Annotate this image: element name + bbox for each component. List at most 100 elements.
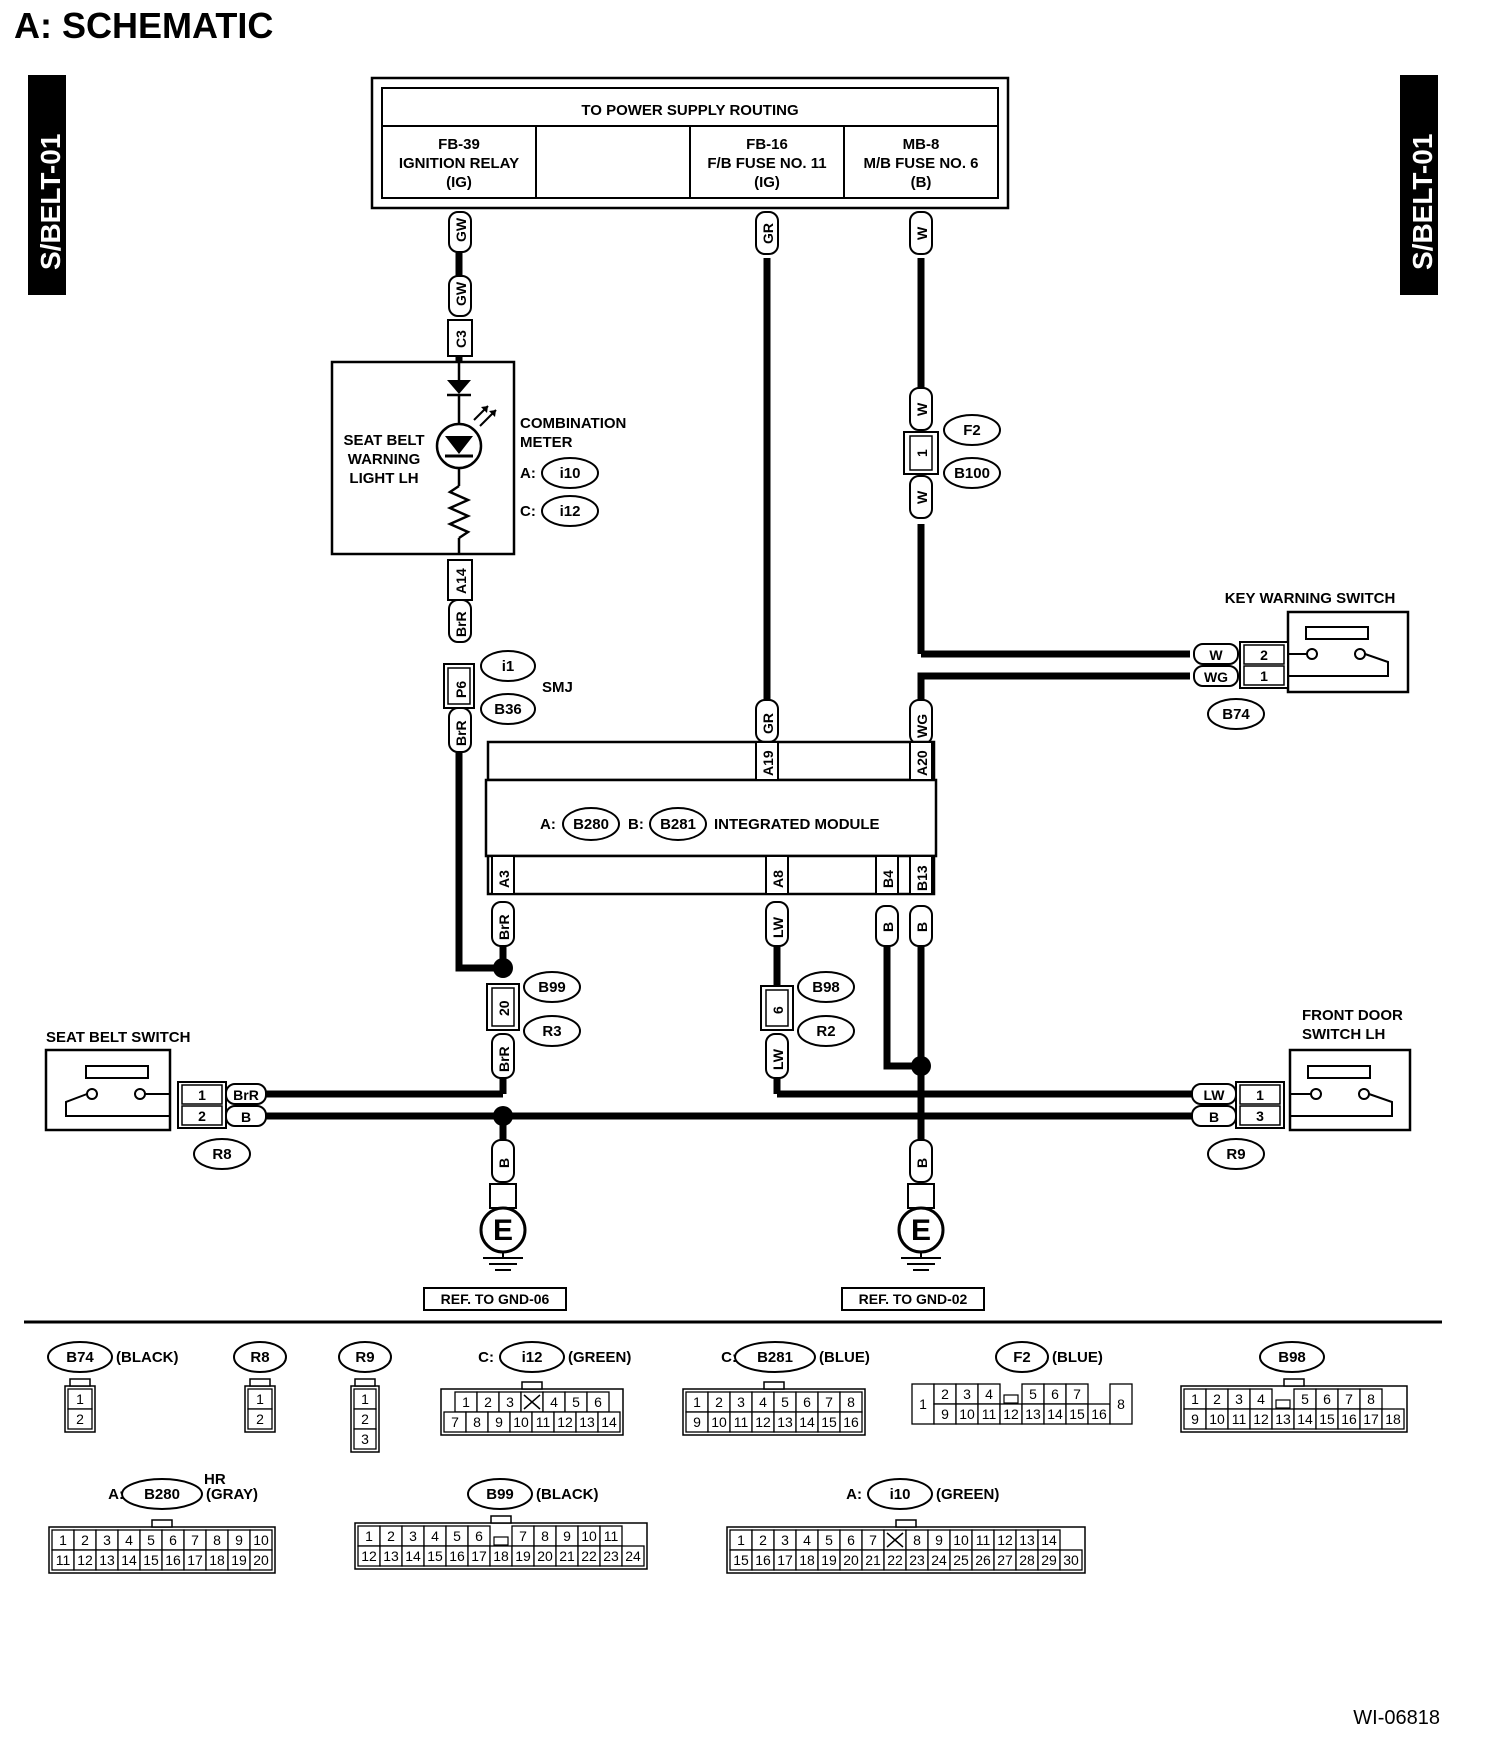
pin-cell xyxy=(1059,1549,1083,1571)
connector-latch xyxy=(249,1378,271,1387)
pin-number: 15 xyxy=(1069,1406,1085,1422)
lamp-label-line2: WARNING xyxy=(348,451,421,468)
wire-tag-wg-1: WG xyxy=(909,699,933,745)
connector-color: (GREEN) xyxy=(568,1349,631,1366)
connector-id: F2 xyxy=(1013,1349,1031,1366)
svg-text:1: 1 xyxy=(1256,1087,1264,1103)
resistor-icon xyxy=(446,484,472,540)
pin-number: 26 xyxy=(975,1552,991,1568)
svg-text:i1: i1 xyxy=(502,658,515,675)
connector-latch xyxy=(490,1515,512,1524)
pin-number: 12 xyxy=(1253,1411,1269,1427)
svg-text:W: W xyxy=(914,402,930,416)
connector-b99-label: B99 xyxy=(523,971,581,1003)
pin-number: 19 xyxy=(821,1552,837,1568)
svg-text:GW: GW xyxy=(453,217,469,242)
pin-number: 7 xyxy=(191,1532,199,1548)
pin-number: 3 xyxy=(506,1394,514,1410)
pin-number: 16 xyxy=(165,1552,181,1568)
pin-number: 4 xyxy=(759,1394,767,1410)
pin-number: 8 xyxy=(1117,1396,1125,1412)
junction-dot xyxy=(493,1106,513,1126)
meter-connector-i12-label: i12 xyxy=(541,495,599,527)
key-slot xyxy=(493,1536,509,1546)
connector-b100-label: B100 xyxy=(943,457,1001,489)
pin-number: 6 xyxy=(169,1532,177,1548)
pin-number: 5 xyxy=(1301,1391,1309,1407)
pin-number: 3 xyxy=(409,1528,417,1544)
junction-dot xyxy=(493,958,513,978)
mb-fuse-id: MB-8 xyxy=(903,136,940,153)
svg-text:BrR: BrR xyxy=(233,1087,259,1103)
connector-f2-label: F2 xyxy=(943,414,1001,446)
pin-number: 7 xyxy=(451,1414,459,1430)
pin-number: 2 xyxy=(361,1411,369,1427)
pin-number: 5 xyxy=(147,1532,155,1548)
connector-id: B74 xyxy=(66,1349,94,1366)
wire-tag-wg-kws: WG xyxy=(1193,665,1239,687)
svg-text:B4: B4 xyxy=(880,870,896,888)
pin-number: 4 xyxy=(431,1528,439,1544)
pin-number: 22 xyxy=(581,1548,597,1564)
view-header-i10: A:i10(GREEN) xyxy=(846,1478,999,1510)
pin-number: 2 xyxy=(715,1394,723,1410)
svg-text:B:: B: xyxy=(628,816,644,833)
pin-number: 11 xyxy=(536,1414,551,1430)
svg-text:WG: WG xyxy=(914,714,930,738)
pin-number: 10 xyxy=(253,1532,269,1548)
pin-cell xyxy=(621,1545,645,1567)
meter-label-line2: METER xyxy=(520,434,573,451)
pin-number: 9 xyxy=(235,1532,243,1548)
svg-text:R8: R8 xyxy=(212,1146,231,1163)
svg-text:GW: GW xyxy=(453,281,469,306)
connector-b98-label: B98 xyxy=(797,971,855,1003)
svg-text:R9: R9 xyxy=(1226,1146,1245,1163)
connector-color: (BLACK) xyxy=(116,1349,178,1366)
warning-lamp-icon xyxy=(435,405,497,470)
pin-number: 2 xyxy=(484,1394,492,1410)
pin-number: 6 xyxy=(803,1394,811,1410)
pin-number: 6 xyxy=(475,1528,483,1544)
svg-text:3: 3 xyxy=(1256,1108,1264,1124)
pin-number: 3 xyxy=(103,1532,111,1548)
pin-number: 6 xyxy=(594,1394,602,1410)
view-header-r8: R8 xyxy=(233,1341,287,1373)
key-warning-switch xyxy=(1286,610,1410,694)
pin-number: 1 xyxy=(737,1532,745,1548)
pin-number: 4 xyxy=(985,1386,993,1402)
lamp-label-line1: SEAT BELT xyxy=(343,432,424,449)
svg-text:W: W xyxy=(914,226,930,240)
pin-number: 2 xyxy=(759,1532,767,1548)
figure-id: WI-06818 xyxy=(1353,1707,1440,1729)
junction-dot xyxy=(911,1056,931,1076)
svg-text:B: B xyxy=(914,922,930,932)
view-header-b74: B74 (BLACK) xyxy=(47,1341,178,1373)
combination-meter: SEAT BELT WARNING LIGHT LH xyxy=(330,360,516,556)
pin-number: 12 xyxy=(361,1548,377,1564)
pin-number: 23 xyxy=(909,1552,925,1568)
svg-text:B: B xyxy=(1209,1109,1219,1125)
ignition-relay-type: (IG) xyxy=(446,174,472,191)
pin-cell xyxy=(1381,1408,1405,1430)
svg-text:LW: LW xyxy=(1204,1087,1226,1103)
pin-number: 3 xyxy=(963,1386,971,1402)
pin-number: 6 xyxy=(847,1532,855,1548)
connector-prefix: A: xyxy=(846,1486,862,1503)
connector-c3-tag: C3 xyxy=(447,319,473,357)
svg-text:R2: R2 xyxy=(816,1023,835,1040)
junction-f2-connector: 1 xyxy=(903,431,939,475)
right-tab-label: S/BELT-01 xyxy=(1407,134,1438,270)
svg-text:BrR: BrR xyxy=(453,720,469,746)
pin-number: 4 xyxy=(803,1532,811,1548)
pin-number: 2 xyxy=(1213,1391,1221,1407)
pin-number: 7 xyxy=(869,1532,877,1548)
pin-number: 27 xyxy=(997,1552,1013,1568)
pin-number: 5 xyxy=(453,1528,461,1544)
pin-number: 10 xyxy=(581,1528,597,1544)
wire-tag-gw-1: GW xyxy=(448,211,472,253)
key-slot xyxy=(1003,1394,1019,1404)
pin-number: 20 xyxy=(253,1552,269,1568)
pin-number: 9 xyxy=(935,1532,943,1548)
